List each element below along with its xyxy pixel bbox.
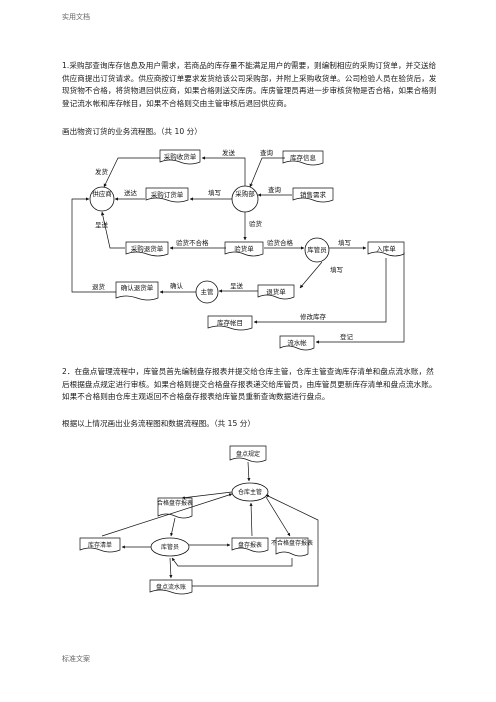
purchase-order-doc: 采购订货单 [145,187,189,203]
question-2-text: 2．在盘点管理流程中，库管员首先编制盘存报表并提交给仓库主管，仓库主管查询库存清… [62,367,437,402]
inventory-ledger-doc: 库存帐目 [207,315,253,331]
svg-text:采购订货单: 采购订货单 [151,190,184,199]
journal-doc: 流水帐 [279,335,315,351]
svg-text:验货单: 验货单 [234,244,254,253]
label-fail: 验货不合格 [176,238,209,247]
svg-text:采购收货单: 采购收货单 [164,152,197,161]
svg-text:主管: 主管 [201,287,215,296]
svg-text:合格盘存报表: 合格盘存报表 [157,499,193,507]
svg-text:盘点流水账: 盘点流水账 [156,583,186,591]
inspection-sheet-doc: 验货单 [224,241,264,257]
confirm-return-doc: 确认退货单 [115,281,159,301]
supplier-node: 供应商 [89,186,115,212]
svg-text:退货单: 退货单 [266,287,286,296]
svg-text:库存帐目: 库存帐目 [217,318,243,327]
label-modify: 修改库存 [300,312,327,321]
label-confirm: 确认 [170,281,184,290]
svg-text:库管员: 库管员 [161,543,179,551]
svg-text:供应商: 供应商 [92,189,112,198]
label-return-goods: 退货 [92,282,106,291]
svg-text:仓库主管: 仓库主管 [238,488,262,496]
svg-text:库存信息: 库存信息 [290,153,317,162]
label-ship: 发货 [95,167,109,176]
svg-text:确认退货单: 确认退货单 [121,283,154,292]
qualified-report-doc: 合格盘存报表 [157,497,193,519]
label-register: 登记 [340,332,354,341]
label-fill-2: 填写 [338,238,351,247]
question-2-caption: 根据以上情况画出业务流程图和数据流程图。（共 15 分） [62,419,255,428]
warehouse-keeper-node: 库管员 [304,237,330,263]
chief-node: 仓库主管 [231,482,269,502]
svg-text:不合格盘存报表: 不合格盘存报表 [271,539,313,547]
label-submit: 呈送 [95,220,109,229]
label-inspect: 验货 [249,219,263,228]
question-1-caption: 画出物资订货的业务流程图。（共 10 分） [62,127,202,136]
question-1-text: 1.采购部查询库存信息及用户需求，若商品的库存量不能满足用户的需要，则编制相应的… [62,61,437,108]
inventory-list-doc: 库存清单 [79,537,121,553]
label-deliver-top: 发送 [222,148,236,157]
svg-text:盘存报表: 盘存报表 [238,541,262,549]
svg-text:采购部: 采购部 [235,189,255,198]
label-pass: 验货合格 [267,238,294,247]
svg-text:库管员: 库管员 [307,245,327,254]
label-send: 送达 [124,188,138,197]
keeper-node: 库管员 [150,537,190,557]
svg-text:流水帐: 流水帐 [287,338,307,347]
label-query-1: 查询 [260,148,274,157]
svg-text:盘点规定: 盘点规定 [236,450,260,458]
svg-text:库存清单: 库存清单 [88,541,112,549]
svg-text:采购退货单: 采购退货单 [131,244,164,253]
page-footer: 标准文案 [62,655,90,663]
stock-in-doc: 入库单 [367,241,405,257]
purchase-return-doc: 采购退货单 [125,241,169,257]
inventory-info-doc: 库存信息 [282,150,324,166]
sales-demand-doc: 销售需求 [292,187,334,203]
return-sheet-doc: 退货单 [257,284,295,300]
rules-doc: 盘点规定 [229,445,267,463]
label-fill-mark: 填写 [330,265,343,274]
purchase-receipt-doc: 采购收货单 [159,149,201,165]
svg-text:销售需求: 销售需求 [300,190,327,199]
label-fill-1: 填写 [208,188,221,197]
unqualified-report-doc: 不合格盘存报表 [271,537,313,557]
label-query-2: 查询 [268,185,282,194]
count-journal-doc: 盘点流水账 [149,579,193,595]
label-send-2: 呈送 [230,281,244,290]
report-doc: 盘存报表 [231,537,269,553]
page-header: 实用文档 [62,13,90,21]
svg-text:入库单: 入库单 [376,244,396,253]
